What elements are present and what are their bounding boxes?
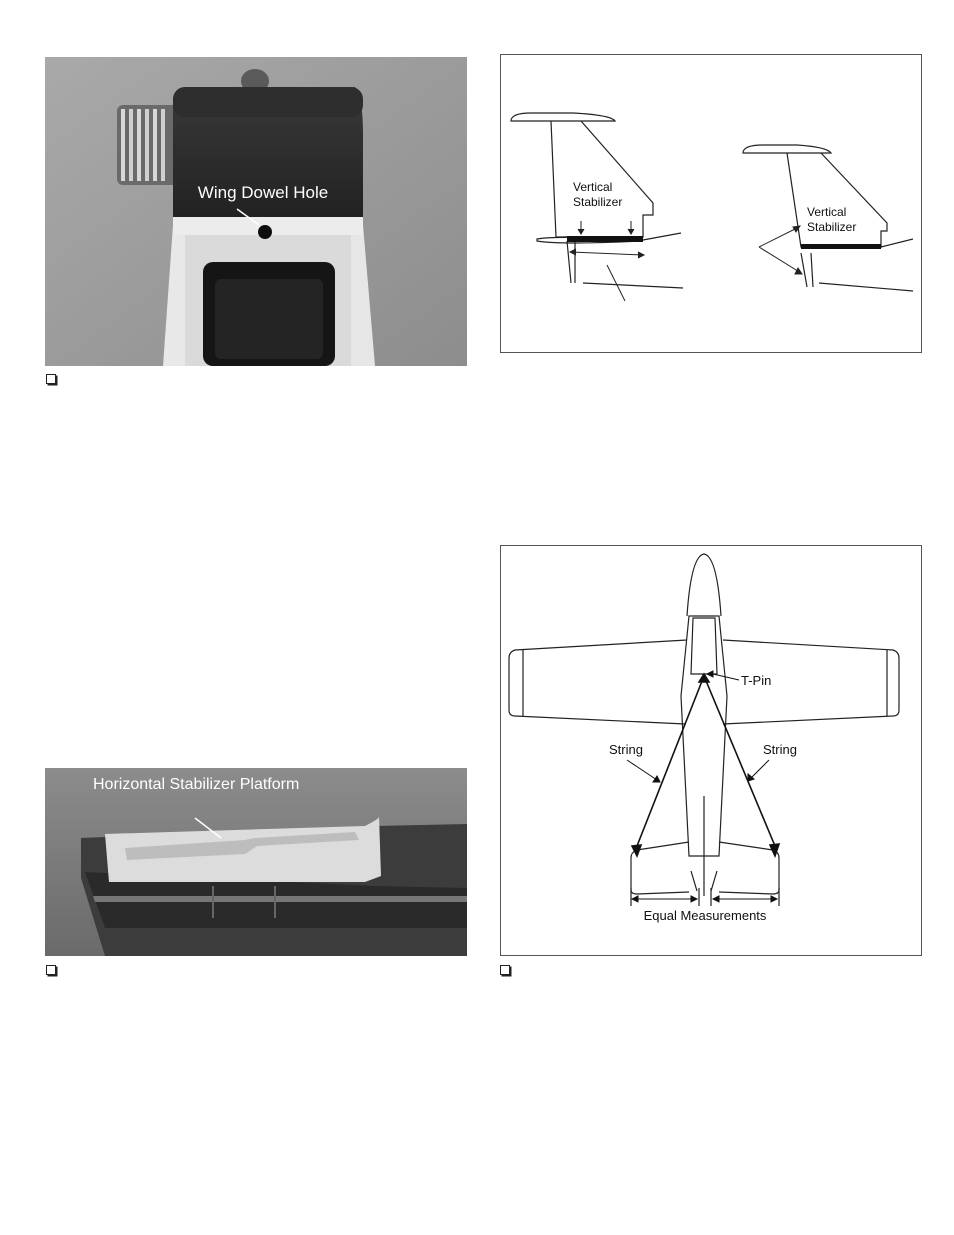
right-fin-label-2: Stabilizer [807,220,856,234]
stab-platform-photo-art: Horizontal Stabilizer Platform [45,768,467,956]
left-fin-glue-line [567,236,643,242]
right-fin-label-1: Vertical [807,205,846,219]
left-fin-label-2: Stabilizer [573,195,622,209]
vertical-stabilizer-art: Vertical Stabilizer Vertical Stabilizer [510,112,914,302]
stab-platform-label: Horizontal Stabilizer Platform [93,776,299,793]
engine-cylinder [117,69,269,185]
vertical-stabilizer-diagram: Vertical Stabilizer Vertical Stabilizer [500,54,922,353]
left-fin-label-1: Vertical [573,180,612,194]
wing-dowel-photo: Wing Dowel Hole [45,57,467,366]
step-checkbox-2[interactable] [46,965,56,975]
wing-dowel-hole-label: Wing Dowel Hole [198,183,328,202]
right-fin-glue-line [801,244,881,249]
tpin-label: T-Pin [741,673,771,688]
wing-dowel-photo-art: Wing Dowel Hole [45,57,467,366]
right-fin-arrows [758,225,803,275]
alignment-art: T-Pin String String Equal Measurements [508,553,900,923]
dowel-hole-mark [258,225,272,239]
measure-arrows [630,895,779,903]
airplane-outline [508,553,900,906]
string-label-left: String [609,742,643,757]
string-lines [630,672,781,859]
step-checkbox-3[interactable] [500,965,510,975]
equal-measurements-label: Equal Measurements [644,908,767,923]
alignment-diagram: T-Pin String String Equal Measurements [500,545,922,956]
step-checkbox-1[interactable] [46,374,56,384]
stab-platform-photo: Horizontal Stabilizer Platform [45,768,467,956]
left-fin-arrows [568,221,646,302]
callout-arrows [626,670,770,783]
string-label-right: String [763,742,797,757]
